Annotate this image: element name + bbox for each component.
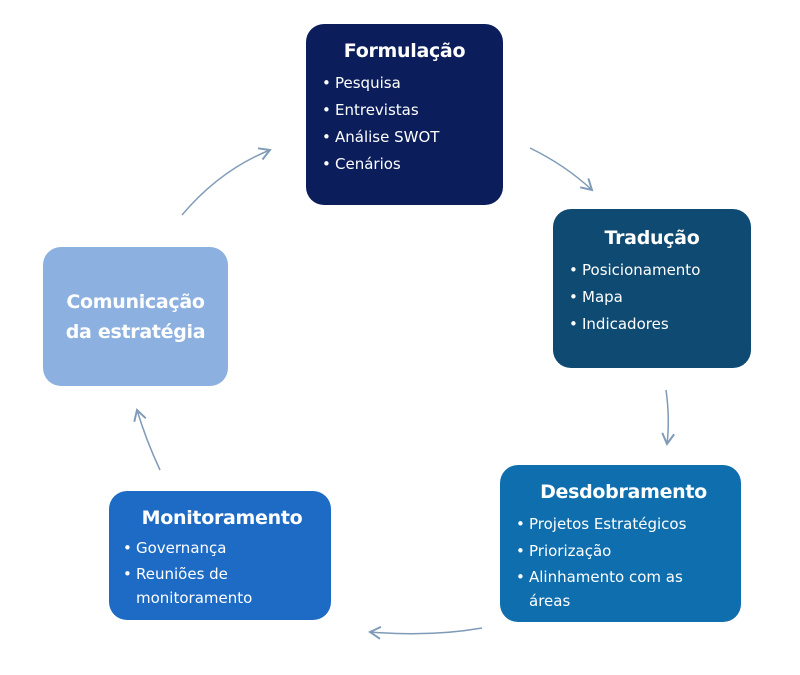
node-desdobramento: Desdobramento Projetos Estratégicos Prio…: [500, 465, 741, 622]
list-item: Reuniões de monitoramento: [123, 562, 276, 610]
node-monitoramento: Monitoramento Governança Reuniões de mon…: [109, 491, 331, 620]
list-item: Entrevistas: [322, 97, 503, 124]
list-item: Análise SWOT: [322, 124, 503, 151]
arrow-formulacao-to-traducao: [529, 147, 594, 192]
list-item: Pesquisa: [322, 70, 503, 97]
node-traducao: Tradução Posicionamento Mapa Indicadores: [553, 209, 751, 368]
node-title: Monitoramento: [141, 507, 303, 529]
list-item: Mapa: [569, 284, 751, 311]
list-item: Cenários: [322, 151, 503, 178]
node-title: Desdobramento: [540, 481, 707, 503]
node-comunicacao: Comunicação da estratégia: [43, 247, 228, 386]
arrow-comunicacao-to-formulacao: [181, 147, 272, 216]
node-title: Comunicação da estratégia: [65, 290, 206, 343]
arrow-monitoramento-to-comunicacao: [133, 408, 161, 471]
list-item: Posicionamento: [569, 257, 751, 284]
arrow-desdobramento-to-monitoramento: [368, 626, 483, 640]
list-item: Governança: [123, 535, 321, 562]
list-item: Indicadores: [569, 311, 751, 338]
node-title: Tradução: [604, 227, 700, 249]
arrow-traducao-to-desdobramento: [661, 389, 675, 446]
list-item: Priorização: [516, 538, 731, 565]
node-title: Formulação: [343, 40, 466, 62]
list-item: Projetos Estratégicos: [516, 511, 731, 538]
list-item: Alinhamento com as áreas: [516, 565, 709, 613]
node-formulacao: Formulação Pesquisa Entrevistas Análise …: [306, 24, 503, 205]
